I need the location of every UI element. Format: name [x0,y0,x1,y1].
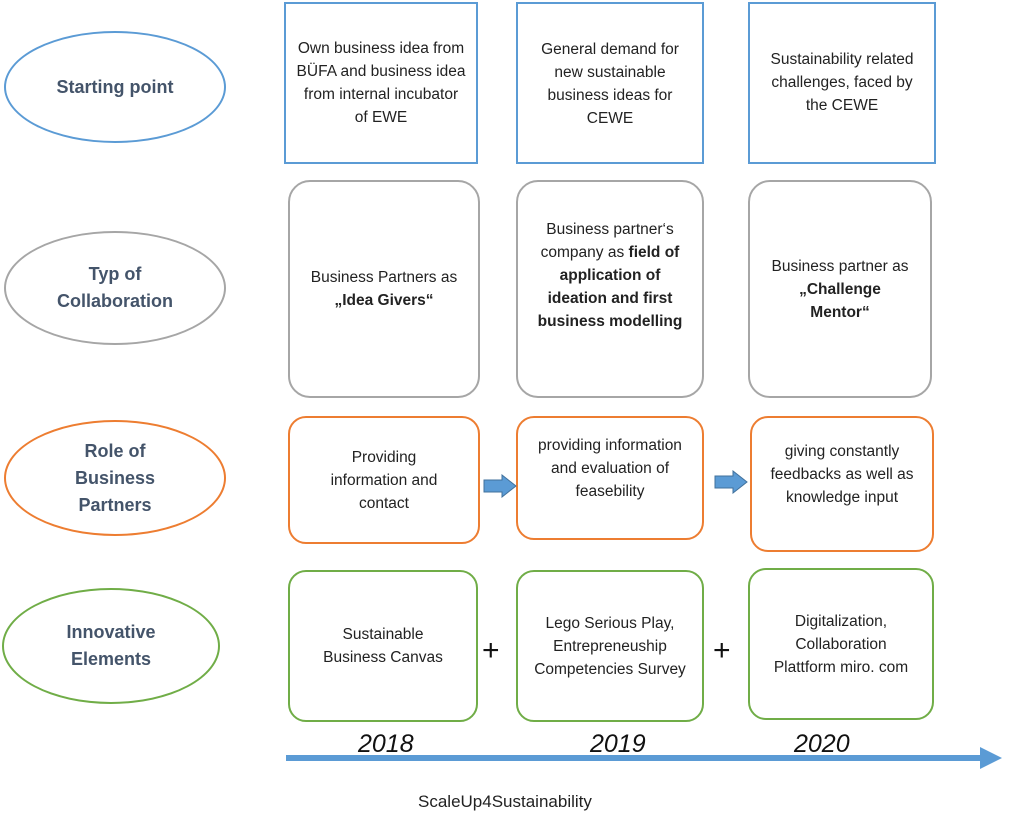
row-label-collaboration: Typ of Collaboration [4,231,226,345]
caption: ScaleUp4Sustainability [418,792,592,811]
cell-text: Business partner as [771,257,909,275]
year-label-2018: 2018 [358,730,414,758]
plus-icon: + [713,634,731,667]
role-cell-2020: giving constantly feedbacks as well as k… [750,416,934,552]
row-label-role: Role of Business Partners [4,420,226,536]
cell-text: Providing information and contact [330,448,438,512]
cell-bold-text: „Challenge Mentor“ [799,280,881,321]
cell-text: Business Partners as [310,269,458,286]
role-cell-2018: Providing information and contact [288,416,480,544]
cell-text: Business partner‘s company as [540,221,674,261]
arrow-right-icon [714,470,748,494]
cell-text: giving constantly feedbacks as well as k… [770,443,914,506]
innovative-cell-2018: Sustainable Business Canvas [288,570,478,722]
collaboration-cell-2018: Business Partners as „Idea Givers“ [288,180,480,398]
collaboration-cell-2019: Business partner‘s company as field of a… [516,180,704,398]
role-cell-2019: providing information and evaluation of … [516,416,704,540]
innovative-cell-2020: Digitalization, Collaboration Plattform … [748,568,934,720]
row-label-innovative: Innovative Elements [2,588,220,704]
cell-bold-text: „Idea Givers“ [334,292,434,309]
timeline-arrow [286,747,1002,769]
cell-text: Sustainability related challenges, faced… [770,51,914,114]
starting-point-cell-2020: Sustainability related challenges, faced… [748,2,936,164]
cell-text: Lego Serious Play, Entrepreneuship Compe… [534,614,686,678]
row-label-text: Starting point [56,76,174,97]
row-label-text: Innovative Elements [66,622,156,669]
year-label-2020: 2020 [794,730,850,758]
cell-text: General demand for new sustainable busin… [541,41,679,127]
cell-text: Own business idea from BÜFA and business… [296,40,466,126]
innovative-cell-2019: Lego Serious Play, Entrepreneuship Compe… [516,570,704,722]
starting-point-cell-2018: Own business idea from BÜFA and business… [284,2,478,164]
row-label-starting-point: Starting point [4,31,226,143]
arrow-right-icon [483,474,517,498]
cell-bold-text: field of application of ideation and fir… [537,244,683,330]
row-label-text: Role of Business Partners [74,440,156,515]
year-label-2019: 2019 [590,730,646,758]
cell-text: providing information and evaluation of … [538,437,682,500]
collaboration-cell-2020: Business partner as „Challenge Mentor“ [748,180,932,398]
starting-point-cell-2019: General demand for new sustainable busin… [516,2,704,164]
row-label-text: Typ of Collaboration [57,264,173,311]
plus-icon: + [482,634,500,667]
cell-text: Sustainable Business Canvas [323,626,443,666]
cell-text: Digitalization, Collaboration Plattform … [773,612,909,676]
